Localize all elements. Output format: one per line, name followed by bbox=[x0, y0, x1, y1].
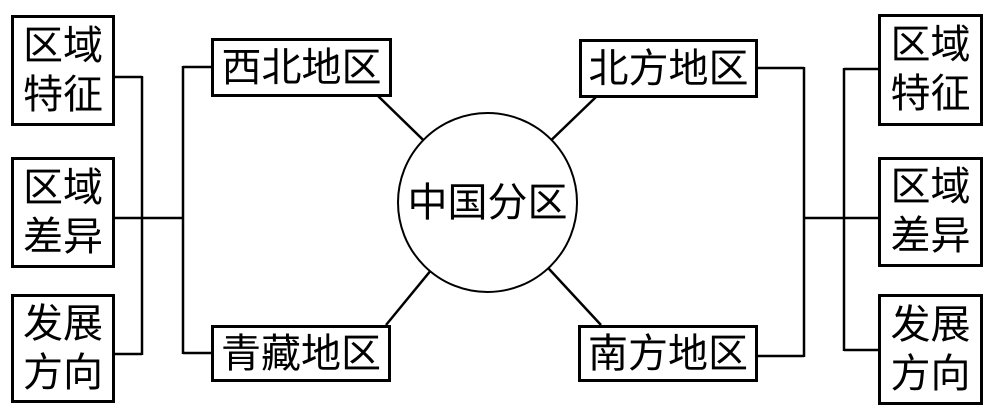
aspect-label-line: 发展 bbox=[23, 300, 103, 347]
aspect-label-line: 发展 bbox=[890, 301, 971, 348]
aspect-label-line: 区域 bbox=[890, 22, 971, 68]
aspect-label-line: 差异 bbox=[23, 213, 103, 260]
region-node-northwest-label: 西北地区 bbox=[221, 44, 382, 91]
aspect-label-line: 方向 bbox=[890, 350, 971, 397]
region-node-north-label: 北方地区 bbox=[588, 45, 749, 92]
region-node-northwest: 西北地区 bbox=[211, 38, 392, 97]
region-node-qingzang: 青藏地区 bbox=[211, 325, 391, 382]
center-node-china-regions: 中国分区 bbox=[397, 112, 578, 293]
aspect-label-line: 区域 bbox=[23, 22, 103, 69]
aspect-node-left-development: 发展 方向 bbox=[11, 294, 115, 403]
region-node-north: 北方地区 bbox=[579, 39, 758, 98]
aspect-label-line: 区域 bbox=[890, 164, 971, 210]
region-node-qingzang-label: 青藏地区 bbox=[221, 330, 381, 377]
aspect-node-left-features: 区域 特征 bbox=[11, 15, 115, 126]
aspect-node-right-development: 发展 方向 bbox=[878, 294, 983, 405]
aspect-node-right-features: 区域 特征 bbox=[878, 14, 983, 126]
aspect-node-left-differences: 区域 差异 bbox=[11, 157, 115, 268]
region-node-south: 南方地区 bbox=[578, 325, 758, 382]
aspect-label-line: 区域 bbox=[23, 164, 103, 211]
aspect-label-line: 方向 bbox=[23, 349, 103, 396]
aspect-label-line: 差异 bbox=[890, 213, 971, 259]
aspect-label-line: 特征 bbox=[890, 71, 971, 117]
aspect-node-right-differences: 区域 差异 bbox=[878, 157, 983, 267]
center-node-label: 中国分区 bbox=[407, 179, 568, 226]
aspect-label-line: 特征 bbox=[23, 71, 103, 118]
region-node-south-label: 南方地区 bbox=[588, 330, 748, 377]
